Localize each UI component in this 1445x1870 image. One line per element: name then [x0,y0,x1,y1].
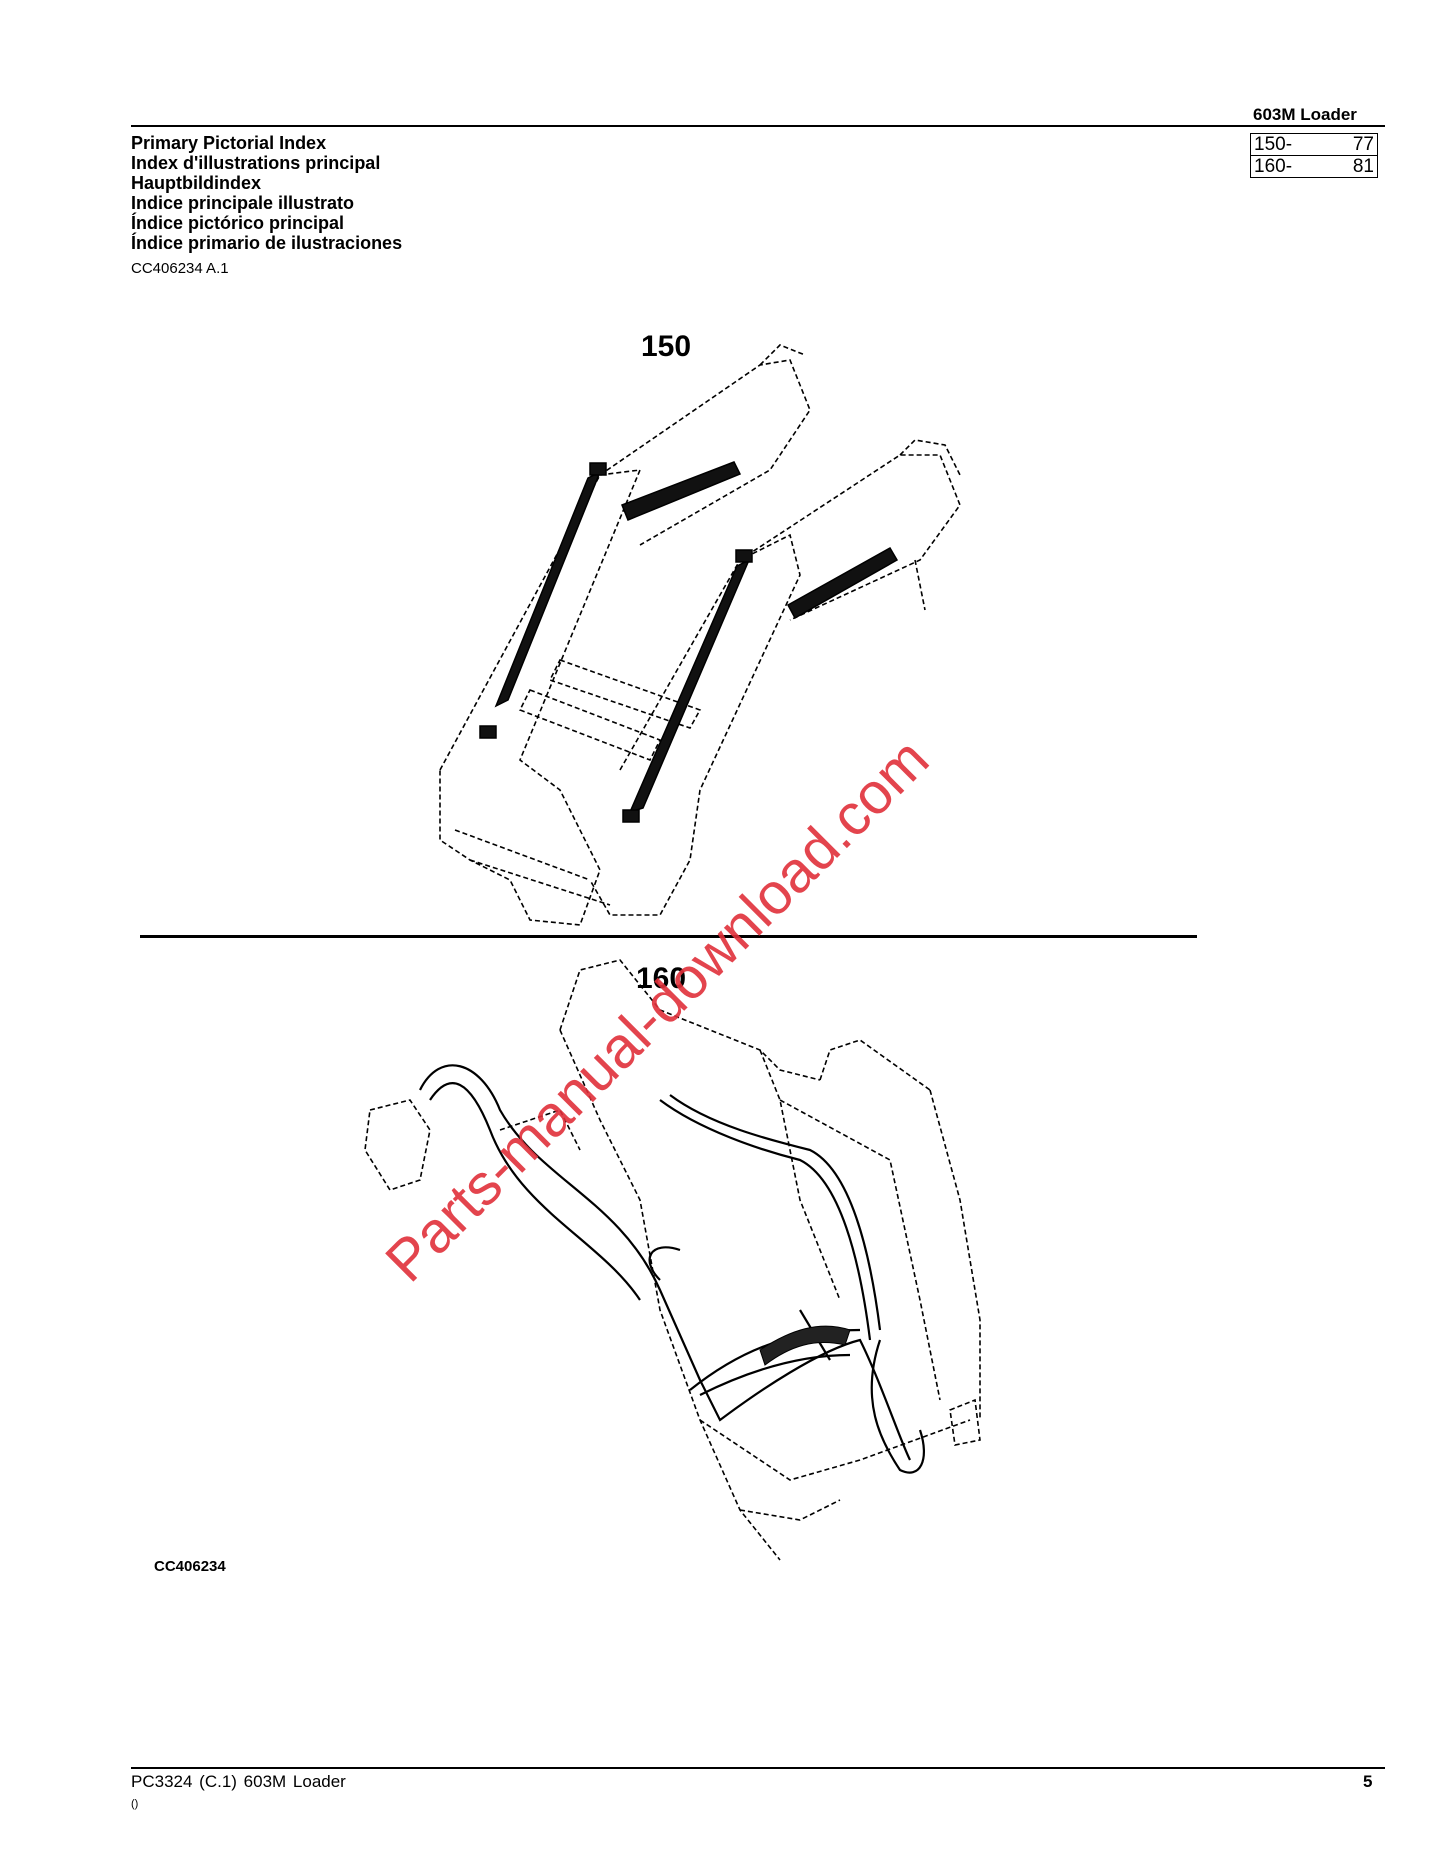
index-row-150[interactable]: 150- 77 [1251,134,1377,155]
title-de: Hauptbildindex [131,173,261,193]
document-title: 603M Loader [1253,105,1357,124]
title-it: Indice principale illustrato [131,193,355,213]
index-titles: Primary Pictorial Index Index d'illustra… [131,133,402,253]
figure-code: CC406234 [154,1558,226,1575]
footer-rule [131,1767,1385,1769]
header-rule [131,125,1385,127]
index-page: 77 [1352,134,1374,155]
title-pt: Índice pictórico principal [131,213,345,233]
index-item: 150- [1254,134,1293,155]
figure-label-160: 160 [636,962,687,995]
footer-doc-info: PC3324 (C.1) 603M Loader [131,1772,346,1791]
figure-150-loader-frame[interactable] [439,344,961,926]
figure-150-cylinders [479,461,899,823]
figure-160-hoses [419,1064,925,1474]
figure-160-loader-frame[interactable] [364,959,981,1561]
index-item: 160- [1254,156,1293,177]
page-number: 5 [1363,1772,1373,1791]
figure-label-150: 150 [641,330,692,363]
title-es: Índice primario de ilustraciones [131,233,403,253]
footer-paren: () [131,1798,139,1810]
figure-160-hose-bundle [759,1325,851,1366]
reference-code: CC406234 A.1 [131,260,229,277]
title-fr: Index d'illustrations principal [131,153,381,173]
figure-divider [140,935,1197,938]
index-page: 81 [1352,156,1374,177]
index-row-160[interactable]: 160- 81 [1251,155,1377,177]
index-table: 150- 77 160- 81 [1250,133,1378,178]
title-en: Primary Pictorial Index [131,133,327,153]
